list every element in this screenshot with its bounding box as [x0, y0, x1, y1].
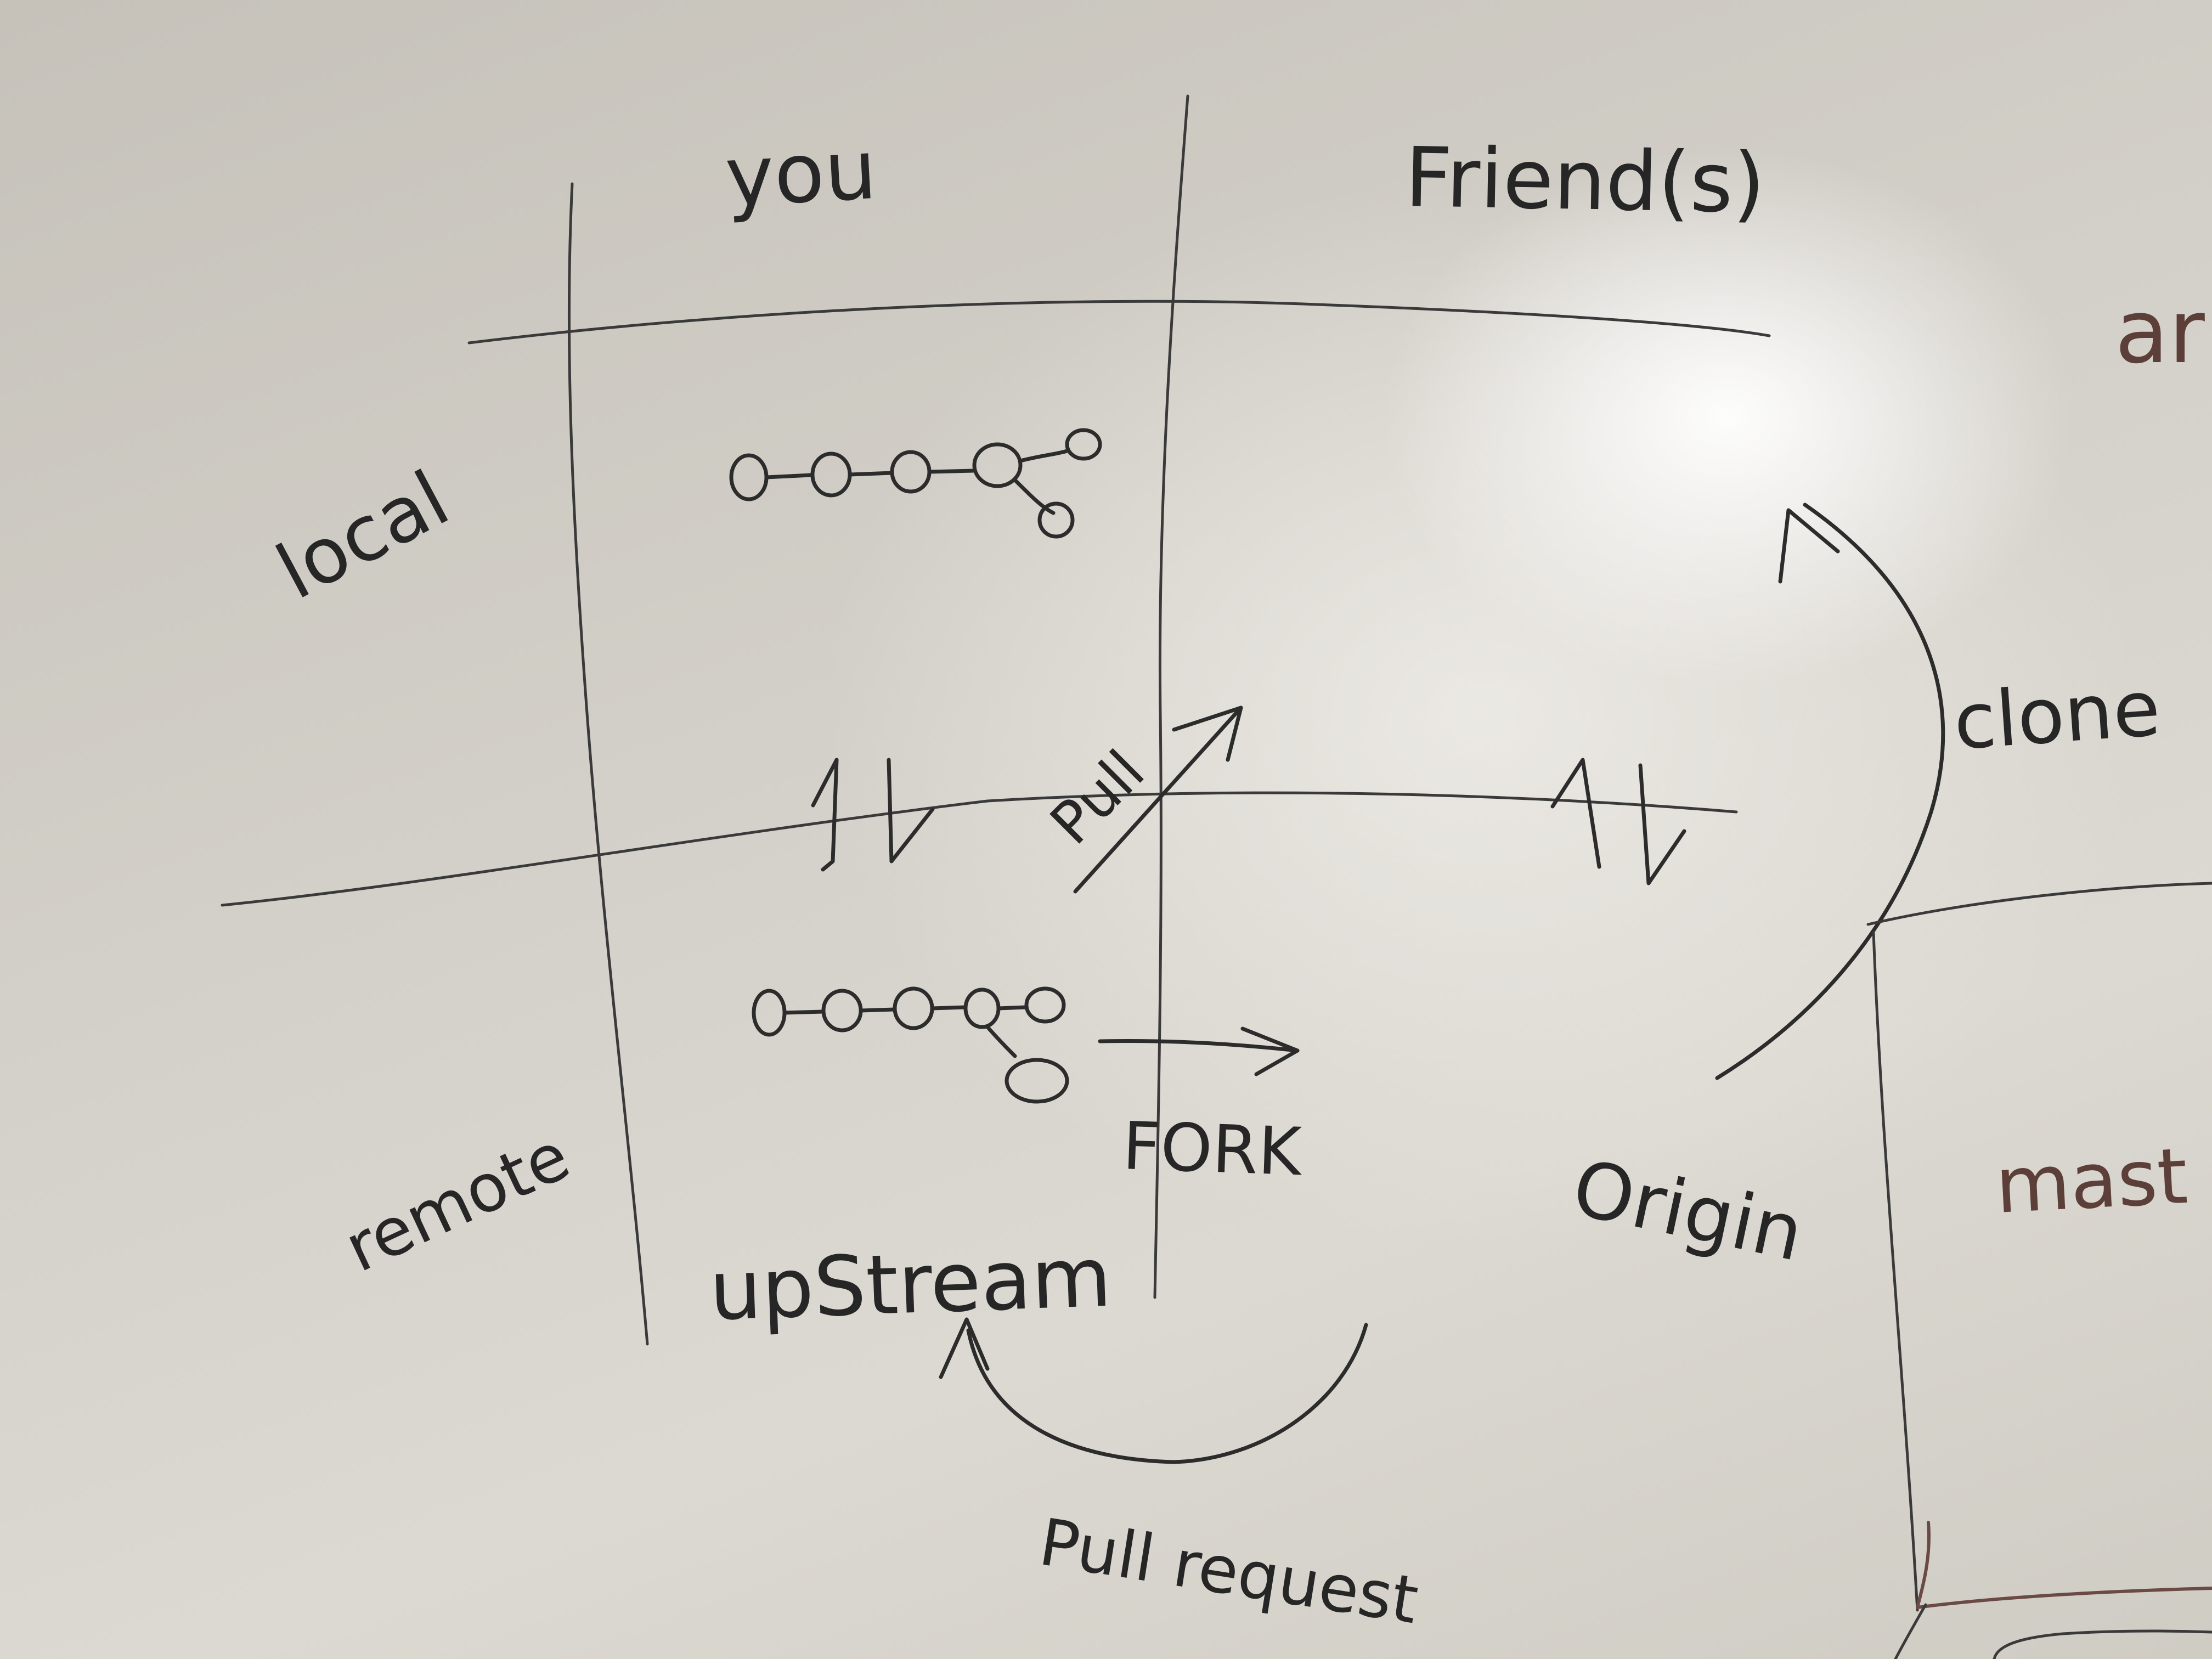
label-pull-request: Pull request: [1035, 1504, 1424, 1638]
label-origin: Origin: [1565, 1143, 1811, 1279]
grid-vertical-line-middle: [1153, 94, 1189, 1299]
push-pull-arrows-you: [811, 758, 935, 872]
label-clone: clone: [1951, 664, 2163, 768]
label-friends: Friend(s): [1404, 130, 1765, 232]
local-commit-graph: [729, 428, 1102, 539]
remote-commit-graph: [752, 986, 1069, 1104]
fork-arrow: [1098, 1026, 1300, 1076]
label-edge-ar: ar: [2115, 280, 2205, 383]
label-pull: Pull: [1037, 738, 1157, 857]
push-pull-arrows-friends: [1550, 758, 1686, 885]
label-remote: remote: [334, 1118, 581, 1287]
clone-arrow: [1715, 503, 1945, 1080]
label-you: you: [723, 122, 879, 225]
label-upstream: upStream: [708, 1230, 1113, 1339]
grid-horizontal-line-bottom: [221, 791, 1738, 907]
pull-arrow: [1073, 706, 1243, 894]
grid-vertical-line-left: [567, 182, 649, 1346]
right-box-outline: [1866, 882, 2212, 1659]
label-edge-mast: mast: [1993, 1132, 2190, 1231]
label-local: local: [263, 454, 463, 617]
grid-horizontal-line-top: [467, 300, 1771, 345]
pull-request-arrow: [939, 1317, 1368, 1464]
label-fork: FORK: [1121, 1108, 1305, 1190]
